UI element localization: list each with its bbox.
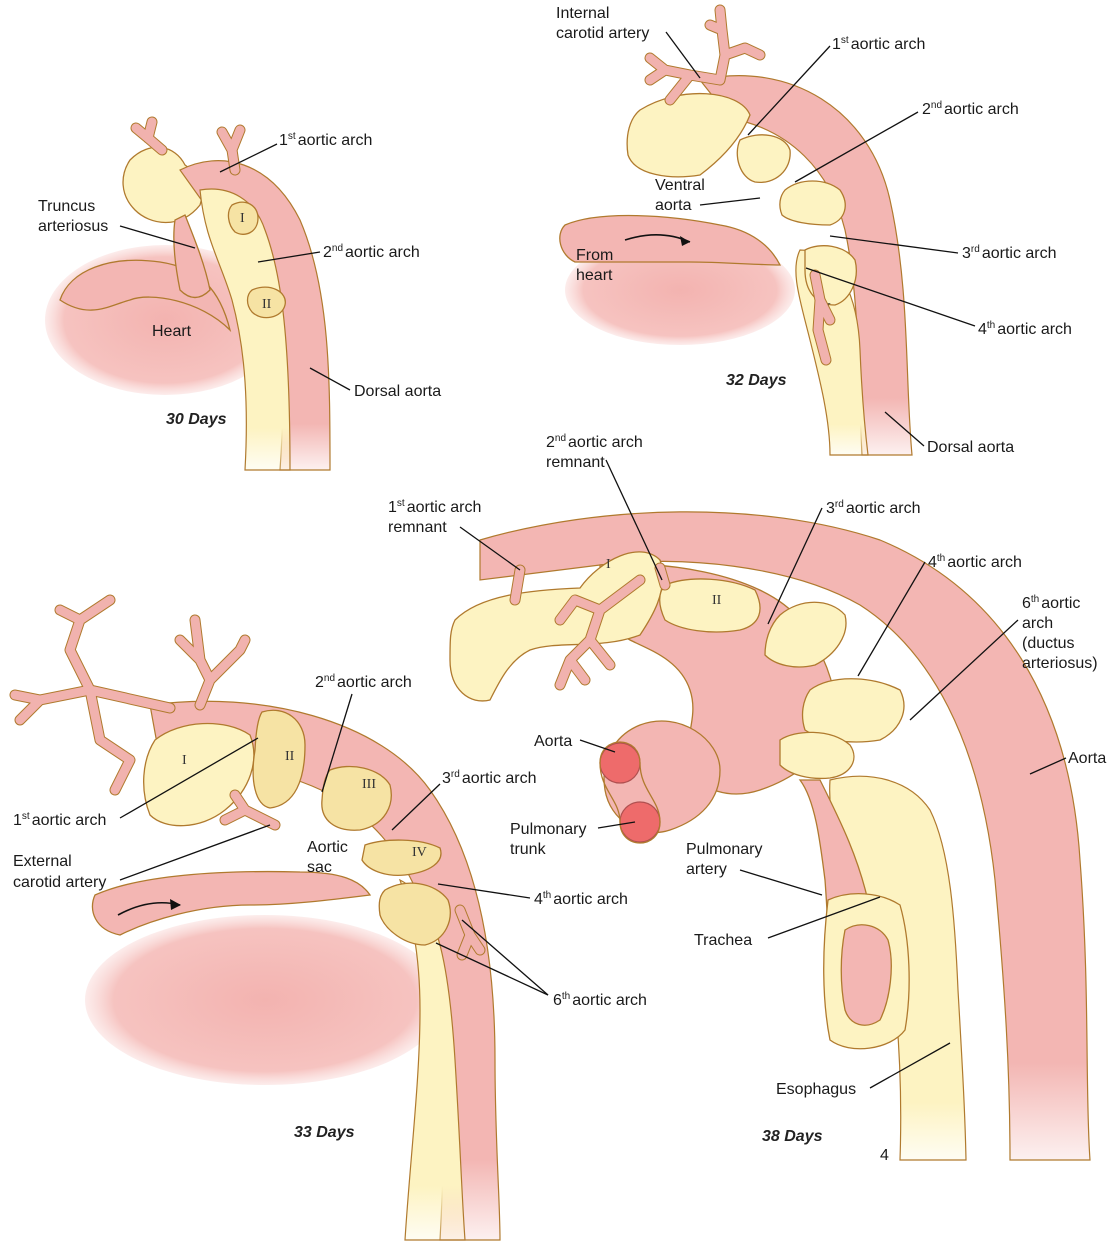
pouch-2-32 (737, 135, 790, 183)
pouch-3-32 (780, 181, 845, 225)
label-from-heart-32: From (576, 247, 613, 264)
page-number: 4 (880, 1147, 889, 1164)
pouch-VI-33 (379, 883, 450, 945)
label-pulmonary-artery-38: Pulmonary (686, 841, 762, 858)
label-truncus-30: Truncus (38, 198, 95, 215)
leader-pulmonary-artery-38 (740, 870, 822, 895)
label-external-carotid2-33: carotid artery (13, 874, 106, 891)
numeral-III-33: III (362, 777, 376, 792)
pouch-ductus-38 (780, 732, 854, 778)
pulmonary-trunk-lumen-38 (620, 802, 660, 842)
label-pulmonary-trunk2-38: trunk (510, 841, 547, 858)
label-heart-30: Heart (152, 323, 192, 340)
label-dorsal-aorta-32: Dorsal aorta (927, 439, 1014, 456)
age-38: 38 Days (762, 1128, 823, 1145)
label-arch6-38: 6thaortic (1022, 594, 1080, 612)
age-33: 33 Days (294, 1124, 355, 1141)
pouch-1-32 (627, 94, 750, 177)
label-ventral-aorta-32: Ventral (655, 177, 705, 194)
label-arch2-remnant2-38: remnant (546, 454, 605, 471)
label-truncus2-30: arteriosus (38, 218, 108, 235)
label-arch1-remnant2-38: remnant (388, 519, 447, 536)
label-trachea-38: Trachea (694, 932, 752, 949)
numeral-II-38: II (712, 593, 722, 608)
label-external-carotid-33: External (13, 853, 72, 870)
label-arch6b-38: arch (1022, 615, 1053, 632)
label-arch6d-38: arteriosus) (1022, 655, 1098, 672)
label-internal-carotid2-32: carotid artery (556, 25, 649, 42)
numeral-II-30: II (262, 297, 272, 312)
numeral-I-30: I (240, 211, 245, 226)
leader-ventral-aorta-32 (700, 198, 760, 205)
label-from-heart2-32: heart (576, 267, 613, 284)
numeral-I-33: I (182, 753, 187, 768)
pouch-II-33 (253, 710, 305, 808)
age-30: 30 Days (166, 411, 227, 428)
pouch-III-33 (322, 766, 391, 830)
heart-33 (85, 915, 445, 1085)
label-aortic-sac2-33: sac (307, 859, 332, 876)
label-aorta-right-38: Aorta (1068, 750, 1106, 767)
lung-bud-38 (841, 925, 891, 1025)
label-arch4-33: 4thaortic arch (534, 890, 628, 908)
numeral-I-38: I (606, 557, 611, 572)
label-internal-carotid-32: Internal (556, 5, 609, 22)
label-pulmonary-trunk-38: Pulmonary (510, 821, 586, 838)
numeral-II-33: II (285, 749, 295, 764)
label-arch6c-38: (ductus (1022, 635, 1074, 652)
label-arch2-32: 2ndaortic arch (922, 100, 1019, 118)
label-ventral-aorta2-32: aorta (655, 197, 692, 214)
label-aortic-sac-33: Aortic (307, 839, 348, 856)
age-32: 32 Days (726, 372, 787, 389)
label-esophagus-38: Esophagus (776, 1081, 856, 1098)
label-dorsal-aorta-30: Dorsal aorta (354, 383, 441, 400)
label-aorta-left-38: Aorta (534, 733, 572, 750)
numeral-IV-33: IV (412, 845, 427, 860)
label-pulmonary-artery2-38: artery (686, 861, 727, 878)
pouch-II-38 (660, 579, 760, 632)
